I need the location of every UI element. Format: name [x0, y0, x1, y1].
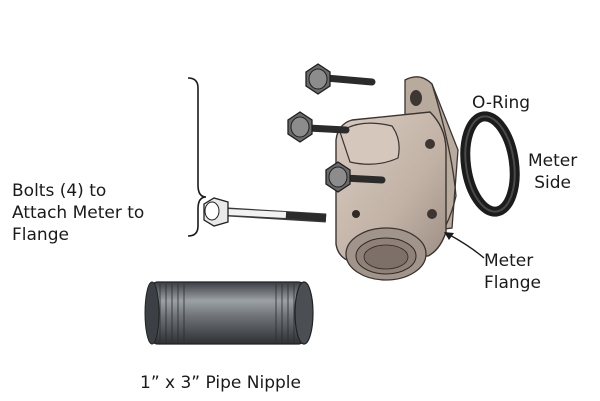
arrow-icon [444, 232, 485, 259]
meter-flange-label: Meter Flange [484, 250, 541, 294]
meter-flange-line-1: Meter [484, 251, 534, 271]
meter-side-line-1: Meter [528, 151, 578, 171]
o-ring-label: O-Ring [472, 93, 531, 113]
bolts-label: Bolts (4) to Attach Meter to Flange [12, 180, 182, 246]
bolt-long [203, 197, 327, 227]
pipe-nipple-label: 1” x 3” Pipe Nipple [140, 373, 301, 393]
meter-side-label: Meter Side [528, 150, 577, 194]
bolts-label-line-1: Bolts (4) to [12, 181, 107, 201]
o-ring-part [460, 111, 520, 217]
bolt-top [305, 63, 376, 95]
meter-flange-line-2: Flange [484, 273, 541, 293]
bolt-third [325, 161, 386, 193]
brace-icon [187, 77, 207, 237]
meter-side-line-2: Side [534, 173, 571, 193]
meter-flange-part [335, 76, 459, 281]
pipe-nipple-part [144, 281, 314, 345]
bolt-second [287, 111, 350, 143]
bolts-label-line-2: Attach Meter to [12, 203, 145, 223]
bolts-label-line-3: Flange [12, 225, 69, 245]
